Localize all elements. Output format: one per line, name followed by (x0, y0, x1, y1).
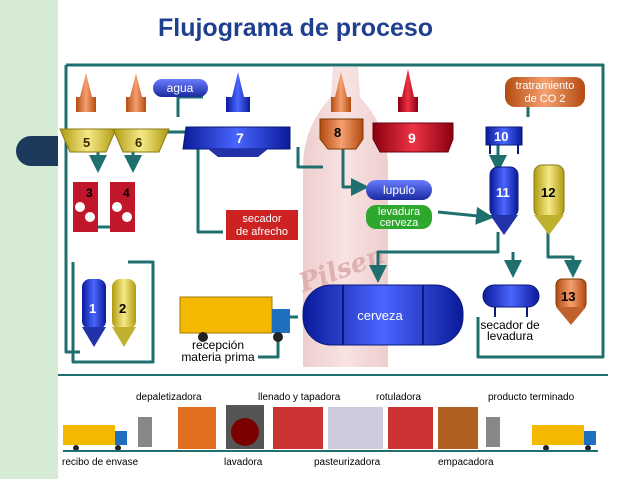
process-flow-diagram: Pilsen agua 5 6 (58, 57, 608, 475)
svg-text:10: 10 (494, 129, 508, 144)
svg-text:secador: secador (242, 213, 281, 225)
llenado-tapadora-label: llenado y tapadora (258, 392, 341, 403)
svg-text:tratramiento: tratramiento (516, 80, 575, 92)
producto-terminado-label: producto terminado (488, 392, 575, 403)
svg-text:4: 4 (123, 186, 130, 200)
tank-11: 11 (489, 166, 519, 235)
svg-text:13: 13 (561, 289, 575, 304)
svg-text:secador de: secador de (480, 318, 540, 332)
silo-1: 1 (82, 279, 106, 347)
left-decorative-tab (16, 136, 66, 166)
svg-text:agua: agua (167, 81, 194, 95)
mill-3: 3 (73, 182, 98, 232)
svg-text:levadura: levadura (378, 206, 421, 218)
tank-10: 10 (485, 126, 523, 154)
bottling-line (63, 405, 598, 452)
levadura-cerveza-label: levadura cerveza (366, 205, 432, 229)
svg-text:recepción: recepción (192, 338, 244, 352)
svg-text:cerveza: cerveza (380, 217, 419, 229)
rotuladora-label: rotuladora (376, 392, 421, 403)
co2-treatment-label: tratramiento de CO 2 (505, 77, 585, 107)
tank-8: 8 (319, 72, 364, 150)
reception-truck (179, 296, 290, 342)
pasteurizadora-label: pasteurizadora (314, 457, 381, 468)
recibo-envase-label: recibo de envase (62, 457, 139, 468)
recepcion-label: recepción materia prima (181, 338, 255, 364)
tank-7: 7 (182, 72, 291, 157)
tank-6: 6 (112, 73, 170, 153)
svg-text:de afrecho: de afrecho (236, 226, 288, 238)
secador-levadura: secador de levadura (480, 284, 540, 343)
svg-text:lupulo: lupulo (383, 183, 415, 197)
depaletizadora-label: depaletizadora (136, 392, 202, 403)
svg-text:de CO 2: de CO 2 (525, 93, 566, 105)
svg-text:levadura: levadura (487, 329, 533, 343)
secador-afrecho-label: secador de afrecho (226, 210, 298, 240)
svg-text:6: 6 (135, 135, 142, 150)
empacadora-label: empacadora (438, 457, 494, 468)
svg-text:7: 7 (236, 130, 244, 146)
tank-5: 5 (59, 73, 117, 153)
svg-text:12: 12 (541, 185, 555, 200)
svg-text:3: 3 (86, 186, 93, 200)
svg-text:2: 2 (119, 301, 126, 316)
agua-label: agua (153, 79, 208, 97)
tank-12: 12 (533, 164, 565, 235)
silo-2: 2 (112, 279, 136, 347)
svg-text:8: 8 (334, 125, 341, 140)
lupulo-label: lupulo (366, 180, 432, 200)
tank-9: 9 (372, 69, 454, 153)
mill-4: 4 (110, 182, 135, 232)
svg-text:9: 9 (408, 130, 416, 146)
slide-title: Flujograma de proceso (158, 14, 434, 42)
svg-text:cerveza: cerveza (357, 308, 403, 323)
tank-13: 13 (555, 278, 587, 325)
process-flow-svg: Pilsen agua 5 6 (58, 63, 608, 468)
svg-text:materia prima: materia prima (181, 350, 255, 364)
svg-text:11: 11 (496, 185, 510, 200)
svg-text:5: 5 (83, 135, 90, 150)
lavadora-label: lavadora (224, 457, 263, 468)
left-decorative-band (0, 0, 58, 479)
svg-text:1: 1 (89, 301, 96, 316)
cerveza-tank: cerveza (302, 284, 464, 346)
